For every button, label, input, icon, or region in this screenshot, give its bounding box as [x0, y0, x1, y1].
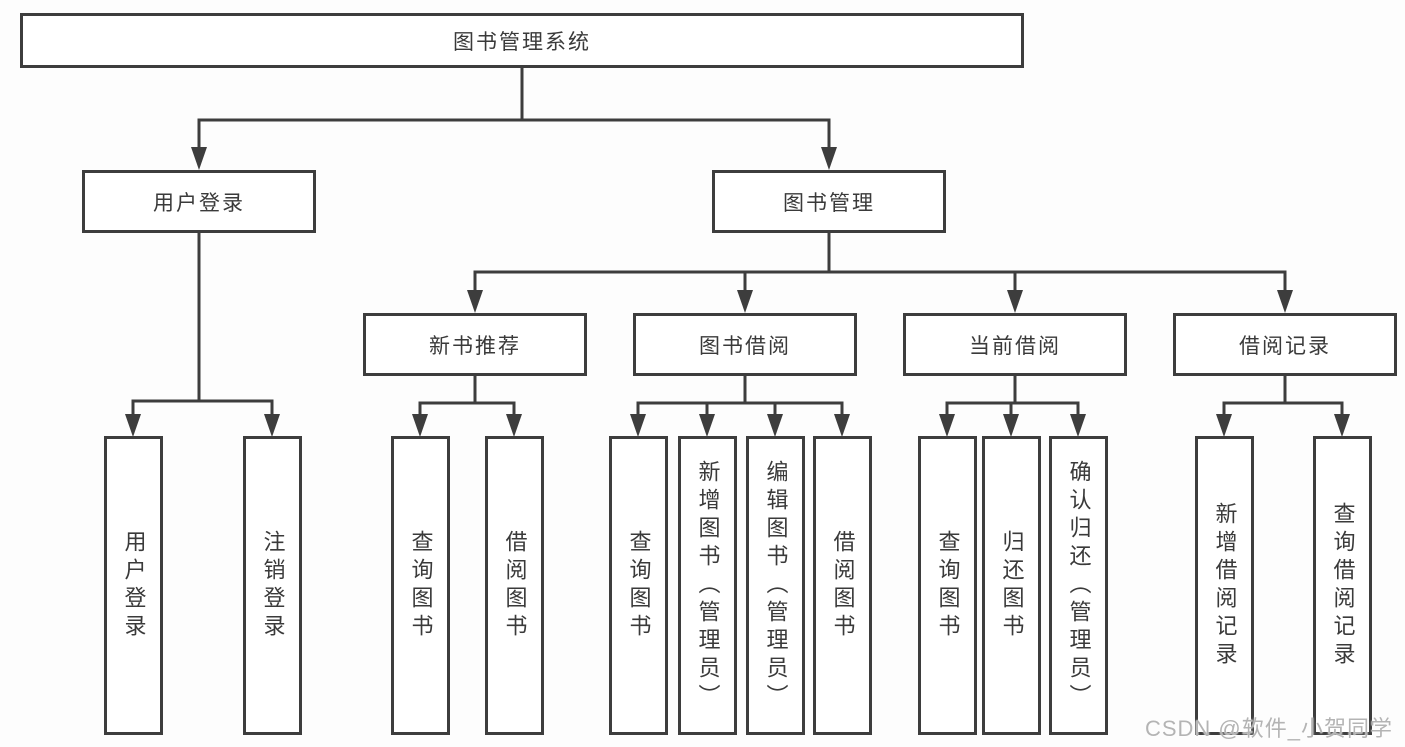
leaf-user-login-label: 用户登录	[121, 529, 147, 642]
node-current-borrowing: 当前借阅	[903, 313, 1127, 376]
leaf-borrowing-query-book: 查询图书	[609, 436, 668, 735]
arrowheads	[125, 147, 1350, 437]
leaf-recommend-query-book-label: 查询图书	[408, 529, 434, 642]
leaf-user-login: 用户登录	[104, 436, 163, 735]
node-new-book-recommend-label: 新书推荐	[429, 334, 521, 358]
leaf-current-confirm-return-admin: 确认归还（管理员）	[1049, 436, 1108, 735]
leaf-current-query-book: 查询图书	[918, 436, 977, 735]
leaf-logout-login-label: 注销登录	[260, 529, 286, 642]
leaf-recommend-query-book: 查询图书	[391, 436, 450, 735]
node-book-management: 图书管理	[712, 170, 946, 233]
leaf-logout-login: 注销登录	[243, 436, 302, 735]
leaf-current-query-book-label: 查询图书	[935, 529, 961, 642]
leaf-records-query-record-label: 查询借阅记录	[1330, 501, 1356, 670]
leaf-recommend-borrow-book-label: 借阅图书	[502, 529, 528, 642]
leaf-borrowing-edit-book-admin-label: 编辑图书（管理员）	[763, 459, 789, 712]
leaf-current-return-book: 归还图书	[982, 436, 1041, 735]
node-current-borrowing-label: 当前借阅	[969, 334, 1061, 358]
leaf-borrowing-query-book-label: 查询图书	[626, 529, 652, 642]
node-root-label: 图书管理系统	[453, 30, 591, 54]
leaf-borrowing-borrow-book: 借阅图书	[813, 436, 872, 735]
node-book-borrowing-label: 图书借阅	[699, 334, 791, 358]
leaf-current-return-book-label: 归还图书	[999, 529, 1025, 642]
leaf-records-add-record: 新增借阅记录	[1195, 436, 1254, 735]
leaf-records-add-record-label: 新增借阅记录	[1212, 501, 1238, 670]
node-borrowing-records: 借阅记录	[1173, 313, 1397, 376]
node-new-book-recommend: 新书推荐	[363, 313, 587, 376]
node-book-management-label: 图书管理	[783, 191, 875, 215]
node-borrowing-records-label: 借阅记录	[1239, 334, 1331, 358]
leaf-borrowing-borrow-book-label: 借阅图书	[830, 529, 856, 642]
node-user-login-label: 用户登录	[153, 191, 245, 215]
csdn-watermark: CSDN @软件_小贺同学	[1144, 716, 1393, 741]
node-user-login: 用户登录	[82, 170, 316, 233]
leaf-borrowing-add-book-admin-label: 新增图书（管理员）	[695, 459, 721, 712]
leaf-borrowing-add-book-admin: 新增图书（管理员）	[678, 436, 737, 735]
node-book-borrowing: 图书借阅	[633, 313, 857, 376]
leaf-recommend-borrow-book: 借阅图书	[485, 436, 544, 735]
leaf-borrowing-edit-book-admin: 编辑图书（管理员）	[746, 436, 805, 735]
leaf-records-query-record: 查询借阅记录	[1313, 436, 1372, 735]
leaf-current-confirm-return-admin-label: 确认归还（管理员）	[1066, 459, 1092, 712]
node-root-system: 图书管理系统	[20, 13, 1024, 68]
